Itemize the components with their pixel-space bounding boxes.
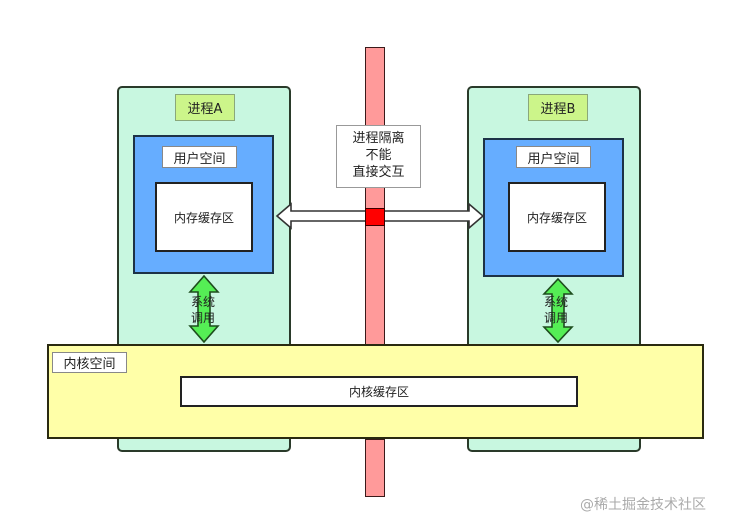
process-a-label: 进程A <box>175 94 235 121</box>
syscall-label-a: 系统 调用 <box>188 294 218 326</box>
blocked-channel-marker <box>365 208 385 226</box>
syscall-arrow-a-icon <box>188 275 220 343</box>
isolation-note-line: 进程隔离 <box>352 131 405 146</box>
syscall-text: 调用 <box>190 311 215 325</box>
watermark: @稀土掘金技术社区 <box>580 497 706 513</box>
process-isolation-wall-lower <box>365 439 385 497</box>
process-b-user-space-label: 用户空间 <box>516 146 591 168</box>
syscall-text: 调用 <box>543 311 568 325</box>
process-a-memory-buffer: 内存缓存区 <box>155 182 253 252</box>
syscall-text: 系统 <box>190 295 215 309</box>
syscall-arrow-b-icon <box>542 278 574 343</box>
kernel-buffer: 内核缓存区 <box>180 376 578 407</box>
syscall-label-b: 系统 调用 <box>541 294 571 326</box>
isolation-note: 进程隔离 不能 直接交互 <box>336 125 421 188</box>
kernel-space-label: 内核空间 <box>52 352 127 373</box>
process-b-label: 进程B <box>528 94 588 121</box>
process-a-user-space-label: 用户空间 <box>162 146 237 168</box>
isolation-note-line: 不能 <box>365 148 392 163</box>
process-b-memory-buffer: 内存缓存区 <box>508 182 606 252</box>
syscall-text: 系统 <box>543 295 568 309</box>
isolation-note-line: 直接交互 <box>352 165 405 180</box>
